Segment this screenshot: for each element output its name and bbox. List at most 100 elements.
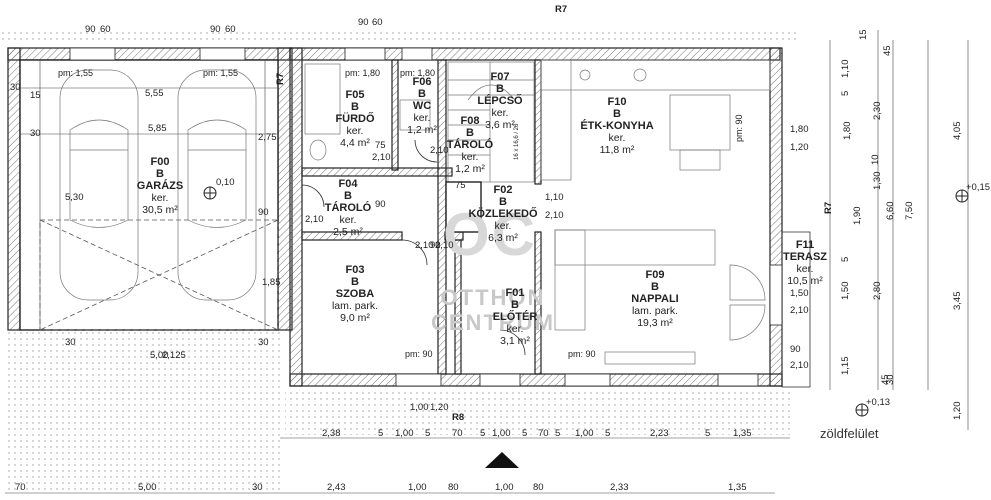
dimension-text: 30 <box>10 82 21 93</box>
wc-storage-block <box>445 181 482 233</box>
green-area-label: zöldfelület <box>820 426 879 441</box>
room-text: ker. <box>492 107 509 119</box>
svg-text:OC: OC <box>443 201 537 268</box>
room-text: B <box>351 276 359 288</box>
dimension-text: 1,30 <box>872 172 883 191</box>
dimension-text: 5 <box>522 428 527 439</box>
dimension-text: 90 <box>790 344 801 355</box>
dimension-text: 1,20 <box>790 142 809 153</box>
dimension-text: 60 <box>100 24 111 35</box>
dimension-text: 1,00 <box>495 482 514 493</box>
dimension-text: 2,125 <box>162 350 186 361</box>
terrace-outline <box>781 231 811 388</box>
terrain-top <box>0 30 800 44</box>
room-text: 3,6 m² <box>485 119 515 131</box>
room-text: TÁROLÓ <box>447 138 494 151</box>
room-text: SZOBA <box>336 288 375 300</box>
room-text: F10 <box>608 96 627 108</box>
pm-label: pm: 90 <box>405 349 433 359</box>
dimension-text: 5 <box>480 428 485 439</box>
dimension-text: 4,05 <box>952 122 963 141</box>
dimension-text: 5 <box>605 428 610 439</box>
dimension-text: 1,00 <box>410 402 429 413</box>
room-text: F01 <box>506 287 525 299</box>
room-text: TÁROLÓ <box>325 201 372 214</box>
dimension-text: 80 <box>533 482 544 493</box>
dimension-text: 80 <box>448 482 459 493</box>
room-text: B <box>466 127 474 139</box>
room-text: F02 <box>494 184 513 196</box>
dimension-text: 1,10 <box>545 192 564 203</box>
room-text: B <box>344 190 352 202</box>
dimension-text: 5 <box>840 257 851 262</box>
r7-label-right: R7 <box>823 202 834 214</box>
pm-label: pm: 90 <box>568 349 596 359</box>
dimension-text: 1,35 <box>733 428 752 439</box>
dimension-text: 60 <box>372 17 383 28</box>
terrain-bottom <box>285 390 790 435</box>
dimension-text: 1,90 <box>852 207 863 226</box>
dimension-text: 30 <box>30 128 41 139</box>
dimension-text: 5,00 <box>150 350 169 361</box>
dimension-text: 70 <box>538 428 549 439</box>
room-text: NAPPALI <box>631 293 678 305</box>
dimension-text: 30 <box>252 482 263 493</box>
dimension-text: 15 <box>30 90 41 101</box>
room-text: lam. park. <box>332 300 378 312</box>
dimension-text: 70 <box>15 482 26 493</box>
dimension-text: 1,80 <box>790 124 809 135</box>
room-text: B <box>651 281 659 293</box>
room-text: B <box>418 88 426 100</box>
dimension-text: 7,50 <box>904 202 915 221</box>
dimension-text: 90 <box>375 199 386 210</box>
dimension-text: 30 <box>885 374 896 385</box>
dimension-text: 1,50 <box>790 288 809 299</box>
dimension-text: 1,20 <box>952 402 963 421</box>
dimension-text: 90 <box>258 207 269 218</box>
dimension-text: 1,85 <box>262 277 281 288</box>
room-text: F08 <box>461 115 480 127</box>
room-text: B <box>613 108 621 120</box>
dimension-text: 45 <box>880 374 891 385</box>
room-text: 9,0 m² <box>340 312 370 324</box>
dimension-text: 2,10 <box>790 305 809 316</box>
dimension-text: 1,50 <box>840 282 851 301</box>
room-text: TERASZ <box>783 251 827 263</box>
dimension-text: 15 <box>858 29 869 40</box>
room-text: F06 <box>413 76 432 88</box>
room-text: ker. <box>495 220 512 232</box>
door-swings <box>301 139 526 356</box>
svg-text:0,10: 0,10 <box>216 177 235 188</box>
dimension-text: 2,10 <box>372 152 391 163</box>
room-text: ker. <box>347 125 364 137</box>
room-text: ker. <box>340 214 357 226</box>
dimension-text: 1,80 <box>842 122 853 141</box>
room-text: GARÁZS <box>137 179 183 192</box>
room-text: KÖZLEKEDŐ <box>468 207 538 220</box>
dimension-text: 5 <box>840 91 851 96</box>
dimension-text: 2,10 <box>305 214 324 225</box>
r8-label: R8 <box>452 412 464 423</box>
staircase <box>447 61 535 183</box>
entry-arrow-icon <box>485 452 519 468</box>
pm-label: pm: 1,55 <box>58 68 93 78</box>
dimension-text: 6,60 <box>885 202 896 221</box>
room-text: B <box>496 83 504 95</box>
pm-label: pm: 1,55 <box>203 68 238 78</box>
dimension-text: 90 <box>85 24 96 35</box>
room-text: F07 <box>491 71 510 83</box>
svg-text:OTTHON: OTTHON <box>441 285 546 310</box>
dimension-text: 5 <box>555 428 560 439</box>
stair-label: 16 x 16,6 / 26 <box>514 123 520 160</box>
level-marker-right: +0,15 <box>955 182 990 203</box>
dimension-text: 2,43 <box>327 482 346 493</box>
room-text: 1,2 m² <box>455 163 485 175</box>
dimension-text: 2,80 <box>872 282 883 301</box>
dimension-text: 60 <box>225 24 236 35</box>
room-text: B <box>499 196 507 208</box>
